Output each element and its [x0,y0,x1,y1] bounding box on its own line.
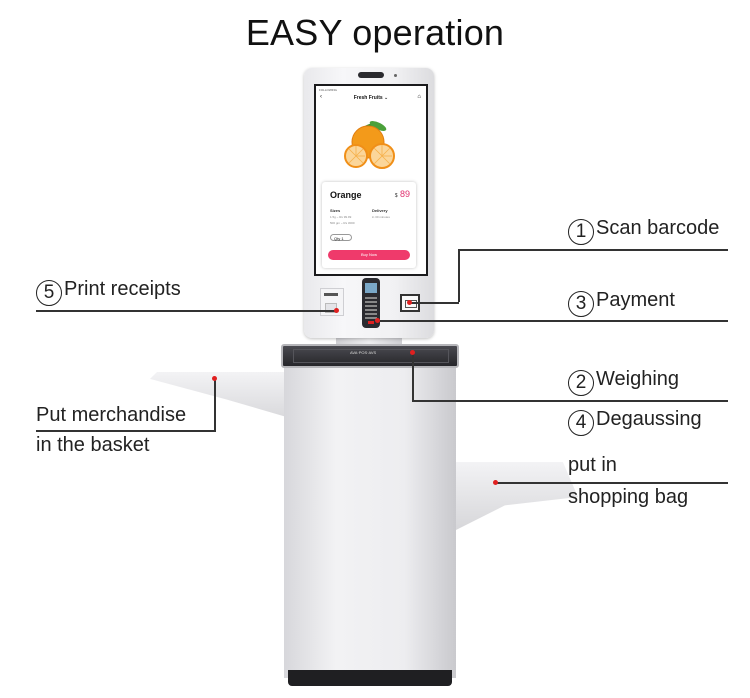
product-card: Orange $ 89 Sizes 1.5g ~ Rs 99.99 500 gm… [322,182,416,268]
weighing-scale [281,344,459,368]
pos-display [365,283,377,293]
right-bag-shelf [452,462,578,532]
price-value: 89 [399,189,410,199]
product-name: Orange [330,190,362,200]
step-number-3: 3 [568,291,594,317]
pos-indicator [368,321,374,324]
leader-line-scan-vertical [458,249,460,302]
step-label-scan: Scan barcode [596,217,720,239]
note-bag-line1: put in [568,454,617,476]
delivery-label: Delivery [372,208,388,213]
leader-line-basket [36,430,216,432]
kiosk-screen: FOLLOWING ‹ Fresh Fruits ⌄ ⌂ [314,84,428,276]
leader-line-bag [496,482,728,484]
note-basket-line1: Put merchandise [36,404,187,426]
kiosk-cabinet [284,368,456,678]
sizes-label: Sizes [330,208,341,213]
pos-terminal [362,278,380,328]
qty-value: 1 [341,236,344,241]
step-label-print: Print receipts [64,278,181,300]
note-basket-line2: in the basket [36,434,150,456]
step-number-2: 2 [568,370,594,396]
orange-image [338,114,402,170]
product-price: $ 89 [395,189,410,199]
leader-line-basket-vertical [214,379,216,431]
basket-marker [212,376,217,381]
leader-line-scan [458,249,728,251]
leader-line-payment [378,320,728,322]
step-label-payment: Payment [596,289,675,311]
sizes-value: 1.5g ~ Rs 99.99 [330,215,352,219]
leader-line-weighing [412,400,728,402]
step-number-5: 5 [36,280,62,306]
kiosk-base [288,670,452,686]
back-icon: ‹ [320,94,322,100]
step-number-1: 1 [568,219,594,245]
qty-label: Qty [334,236,341,241]
page-title: EASY operation [245,12,505,53]
leader-line-scan-stub [410,302,459,304]
kiosk-head: FOLLOWING ‹ Fresh Fruits ⌄ ⌂ [304,68,434,338]
step-label-weighing: Weighing [596,368,680,390]
receipt-printer [320,288,344,316]
scale-brand: AVA·POS·AVS [350,350,377,355]
cart-icon: ⌂ [417,94,421,100]
screen-category: Fresh Fruits ⌄ [353,95,389,101]
scan-marker [407,300,412,305]
payment-marker [375,318,380,323]
screen-status: FOLLOWING [319,88,338,92]
sizes-value-2: 500 gm ~ Rs 3000 [330,221,355,225]
note-bag-line2: shopping bag [568,486,689,508]
buy-now-button[interactable]: Buy Now [328,250,410,260]
leader-line-print [36,310,336,312]
quantity-stepper[interactable]: Qty 1 [330,234,352,241]
screen-topbar: ‹ Fresh Fruits ⌄ ⌂ [316,94,426,104]
delivery-value: in 30 minutes [372,215,390,219]
pos-keypad [365,297,377,319]
weighing-marker [410,350,415,355]
leader-line-weighing-vertical [412,353,414,401]
bag-marker [493,480,498,485]
step-number-4: 4 [568,410,594,436]
print-marker [334,308,339,313]
step-label-degaussing: Degaussing [596,408,702,430]
camera-icon [358,72,384,78]
currency-symbol: $ [394,193,398,199]
sensor-icon [394,74,397,77]
